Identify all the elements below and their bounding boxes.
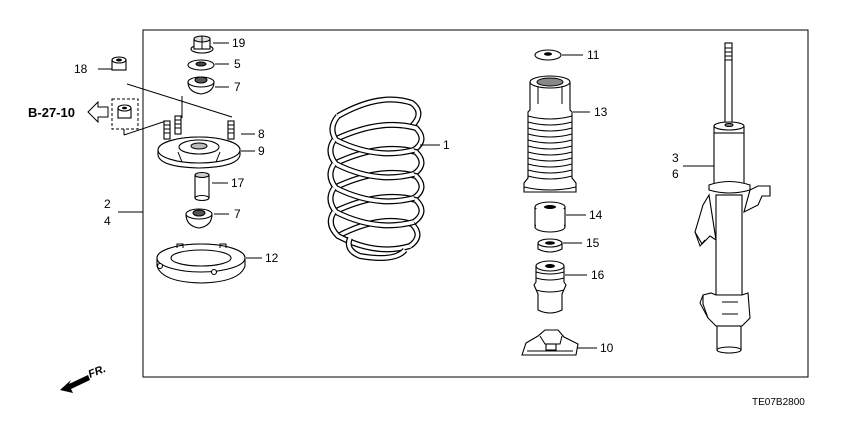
dust-boot-part bbox=[523, 75, 577, 193]
reference-arrow-icon bbox=[87, 100, 109, 124]
nut-part-detail bbox=[117, 104, 132, 119]
callout-18: 18 bbox=[74, 62, 88, 76]
callout-10: 10 bbox=[600, 341, 614, 355]
nut-part bbox=[111, 56, 127, 71]
coil-spring-part bbox=[327, 96, 425, 261]
mount-rubber-part bbox=[187, 76, 215, 95]
flange-nut-part bbox=[190, 35, 214, 54]
diagram-frame bbox=[142, 29, 809, 378]
callout-2: 2 bbox=[104, 197, 111, 211]
collar-part bbox=[194, 171, 210, 202]
reference-label: B-27-10 bbox=[28, 105, 75, 120]
callout-5: 5 bbox=[234, 57, 241, 71]
shock-absorber-part bbox=[694, 42, 771, 354]
callout-3: 3 bbox=[672, 151, 679, 165]
callout-8: 8 bbox=[258, 127, 265, 141]
front-arrow-icon bbox=[60, 375, 90, 393]
callout-7-upper: 7 bbox=[234, 80, 241, 94]
bump-rubber-part bbox=[533, 260, 567, 314]
drawing-code: TE07B2800 bbox=[752, 397, 805, 408]
callout-11: 11 bbox=[587, 48, 600, 62]
callout-15: 15 bbox=[586, 236, 600, 250]
callout-9: 9 bbox=[258, 144, 265, 158]
callout-6: 6 bbox=[672, 167, 679, 181]
upper-washer-part bbox=[534, 49, 562, 61]
callout-7-lower: 7 bbox=[234, 207, 241, 221]
callout-1: 1 bbox=[443, 138, 450, 152]
lower-seat-part bbox=[521, 329, 579, 356]
callout-19: 19 bbox=[232, 36, 246, 50]
callout-14: 14 bbox=[589, 208, 603, 222]
washer-part bbox=[187, 59, 215, 71]
mount-rubber-part-lower bbox=[185, 208, 213, 229]
callout-4: 4 bbox=[104, 214, 111, 228]
callout-16: 16 bbox=[591, 268, 605, 282]
bump-stop-part bbox=[534, 201, 566, 233]
callout-17: 17 bbox=[231, 176, 245, 190]
callout-12: 12 bbox=[265, 251, 279, 265]
spacer-part bbox=[537, 238, 563, 253]
upper-mount-part bbox=[157, 115, 241, 169]
front-label: FR. bbox=[87, 363, 108, 381]
spring-seat-part bbox=[156, 243, 246, 284]
callout-13: 13 bbox=[594, 105, 608, 119]
